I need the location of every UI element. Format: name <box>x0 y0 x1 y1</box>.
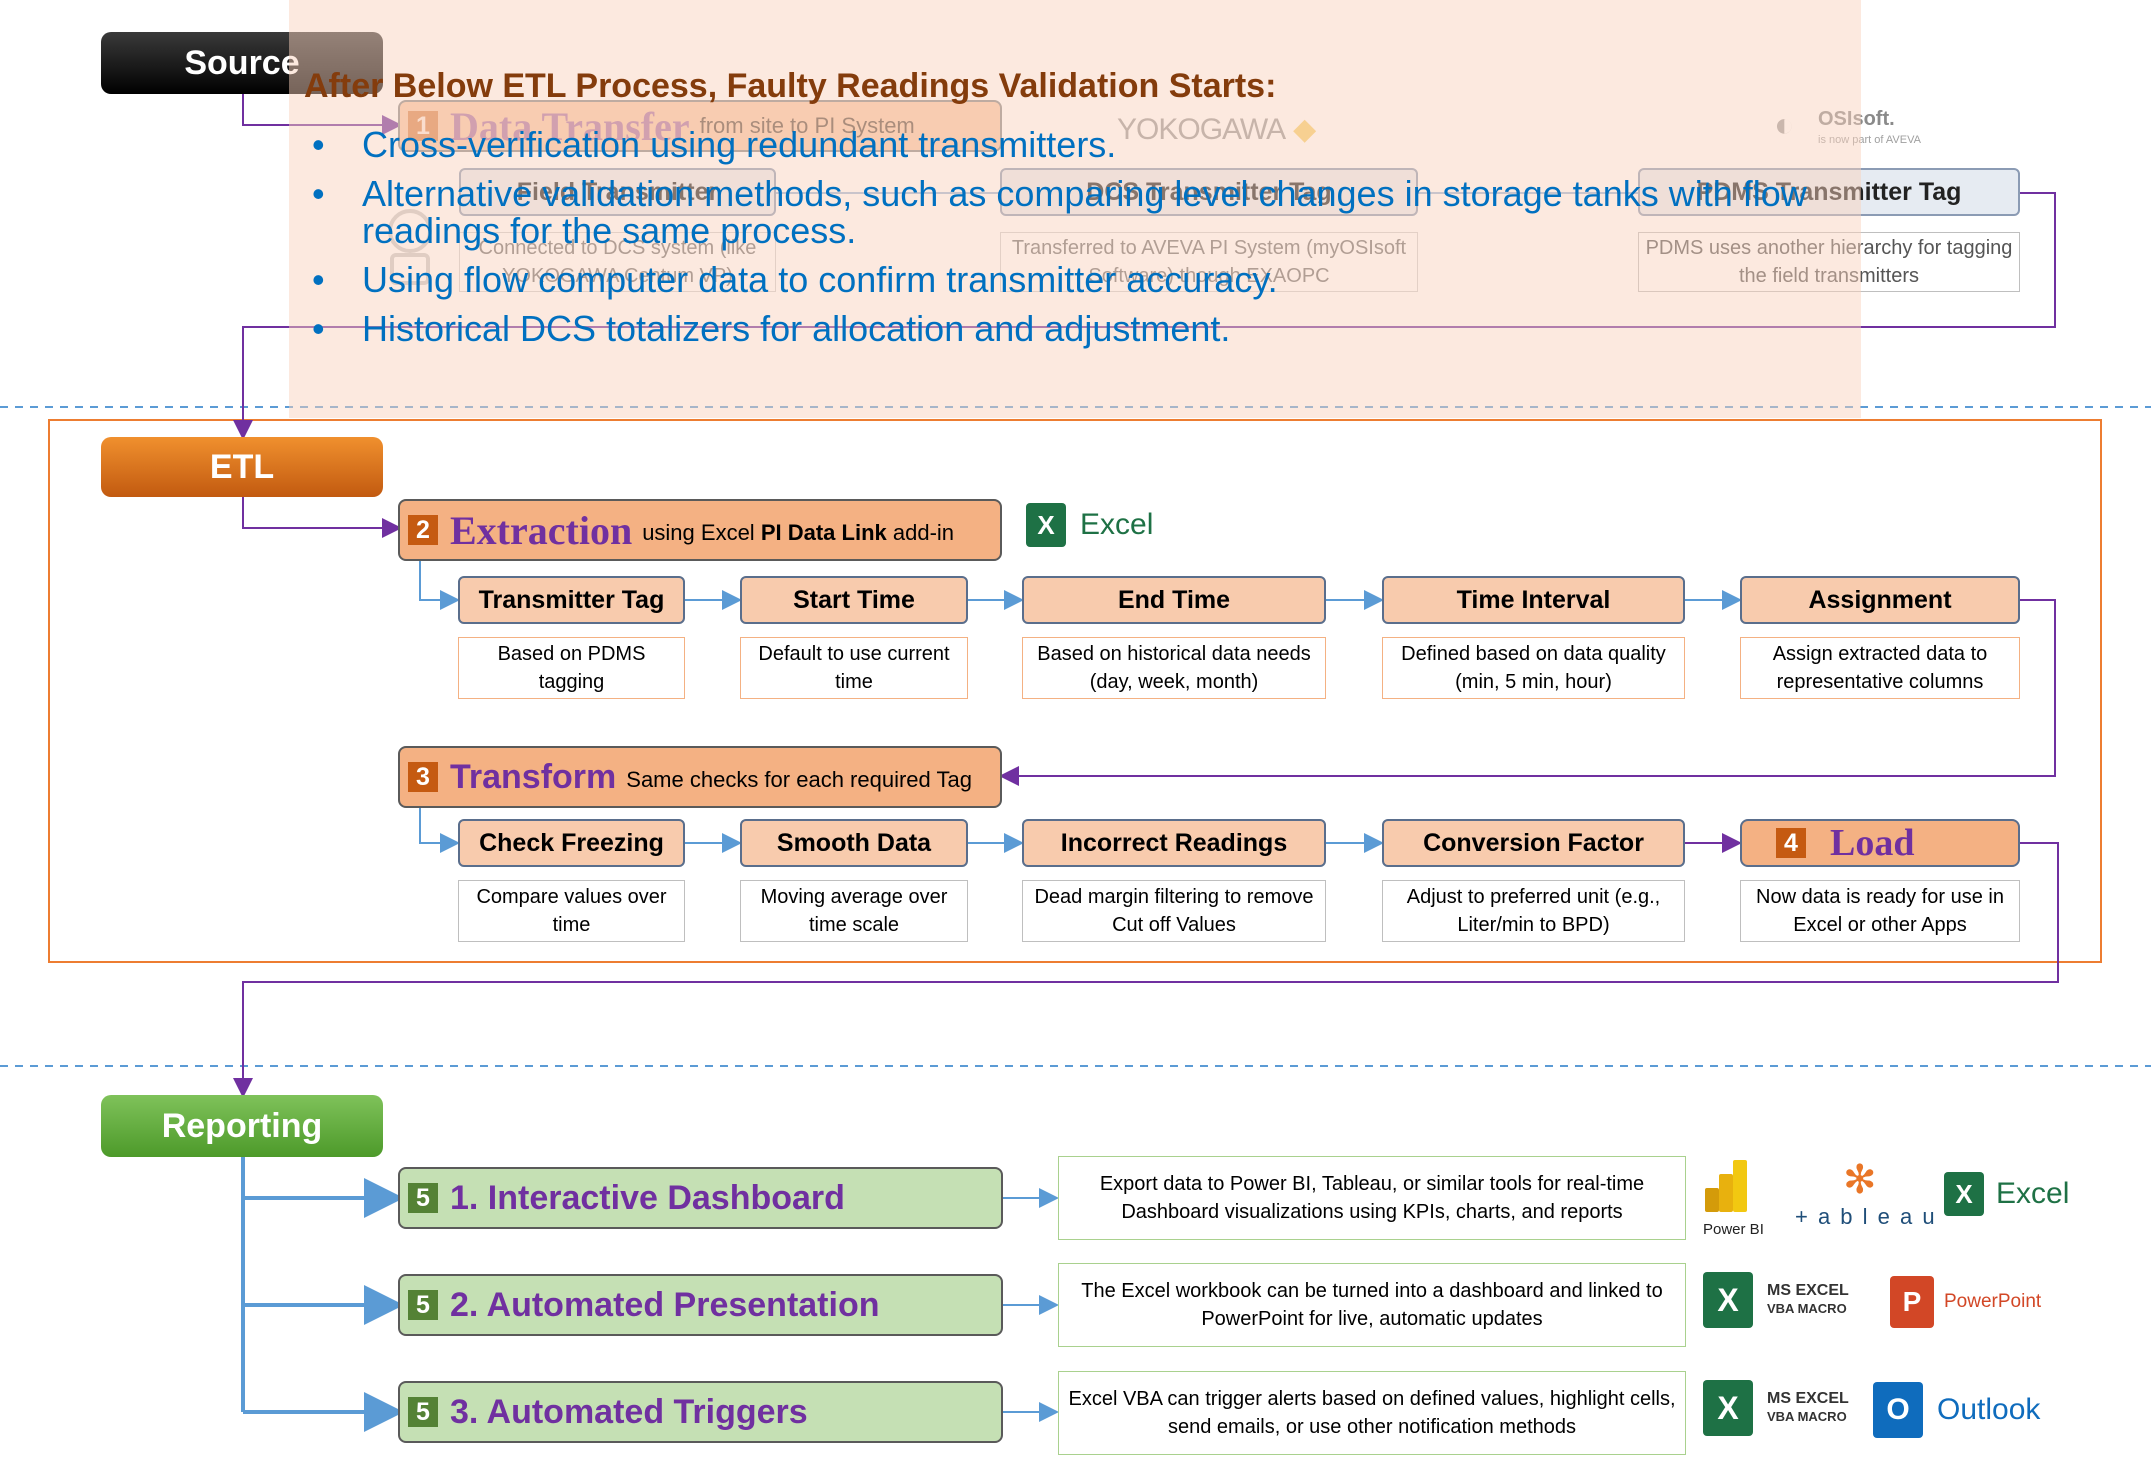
tableau-icon: ✻ <box>1843 1158 1877 1202</box>
yokogawa-logo: YOKOGAWA◆ <box>1117 113 1316 146</box>
step-time-interval: Time Interval <box>1382 576 1685 624</box>
desc-automated-triggers: Excel VBA can trigger alerts based on de… <box>1058 1371 1686 1455</box>
stage-number: 2 <box>408 515 438 545</box>
desc-automated-presentation: The Excel workbook can be turned into a … <box>1058 1263 1686 1347</box>
stage-1-data-transfer: 1 Data Transfer from site to PI System <box>398 100 1002 152</box>
stage-number: 4 <box>1776 828 1806 858</box>
stage-number: 5 <box>408 1397 438 1427</box>
desc-interactive-dashboard: Export data to Power BI, Tableau, or sim… <box>1058 1156 1686 1240</box>
stage-3-transform: 3 Transform Same checks for each require… <box>398 746 1002 808</box>
powerbi-logo: Power BI <box>1703 1158 1777 1238</box>
outlook-icon: O <box>1873 1382 1923 1438</box>
stage-title: 2. Automated Presentation <box>450 1285 880 1324</box>
step-end-time: End Time <box>1022 576 1326 624</box>
desc-assignment: Assign extracted data to representative … <box>1740 637 2020 699</box>
validation-overlay: After Below ETL Process, Faulty Readings… <box>289 0 1861 418</box>
desc-pdms-transmitter-tag: PDMS uses another hierarchy for tagging … <box>1638 232 2020 292</box>
powerpoint-icon: P <box>1890 1276 1934 1328</box>
outlook-logo: O Outlook <box>1873 1382 2040 1438</box>
stage-number: 5 <box>408 1290 438 1320</box>
desc-transmitter-tag: Based on PDMS tagging <box>458 637 685 699</box>
excel-vba-icon: X <box>1703 1380 1753 1436</box>
step-check-freezing: Check Freezing <box>458 819 685 867</box>
excel-logo: X Excel <box>1944 1172 2069 1216</box>
stage-number: 3 <box>408 762 438 792</box>
stage-title: Data Transfer <box>450 103 690 149</box>
desc-check-freezing: Compare values over time <box>458 880 685 942</box>
step-pdms-transmitter-tag: PDMS Transmitter Tag <box>1638 168 2020 216</box>
desc-dcs-transmitter-tag: Transferred to AVEVA PI System (myOSIsof… <box>1000 232 1418 292</box>
step-field-transmitter: Field Transmitter <box>459 168 776 216</box>
stage-subtitle: using Excel PI Data Link add-in <box>642 520 955 545</box>
powerbi-icon <box>1705 1160 1747 1212</box>
stage-5-automated-triggers: 5 3. Automated Triggers <box>398 1381 1003 1443</box>
step-start-time: Start Time <box>740 576 968 624</box>
stage-4-load: 4 Load <box>1740 819 2020 867</box>
step-assignment: Assignment <box>1740 576 2020 624</box>
section-source: Source <box>101 32 383 94</box>
overlay-bullet: •Historical DCS totalizers for allocatio… <box>312 308 1231 349</box>
desc-conversion-factor: Adjust to preferred unit (e.g., Liter/mi… <box>1382 880 1685 942</box>
stage-title: Extraction <box>450 507 633 553</box>
stage-title: 1. Interactive Dashboard <box>450 1178 845 1217</box>
excel-icon: X <box>1026 503 1066 547</box>
step-transmitter-tag: Transmitter Tag <box>458 576 685 624</box>
stage-title: 3. Automated Triggers <box>450 1392 808 1431</box>
osisoft-logo: ◐ OSIsoft. is now part of AVEVA <box>1774 106 1921 146</box>
stage-title: Transform <box>450 757 617 796</box>
vba-macro-logo: X MS EXCEL VBA MACRO <box>1703 1272 1849 1328</box>
tableau-logo: ✻ + a b l e a u <box>1795 1158 1937 1229</box>
stage-5-automated-presentation: 5 2. Automated Presentation <box>398 1274 1003 1336</box>
transmitter-device-icon <box>378 205 442 295</box>
excel-vba-icon: X <box>1703 1272 1753 1328</box>
section-reporting: Reporting <box>101 1095 383 1157</box>
step-incorrect-readings: Incorrect Readings <box>1022 819 1326 867</box>
overlay-bullet: •Alternative validation methods, such as… <box>312 173 1807 251</box>
stage-5-interactive-dashboard: 5 1. Interactive Dashboard <box>398 1167 1003 1229</box>
step-smooth-data: Smooth Data <box>740 819 968 867</box>
vba-macro-logo: X MS EXCEL VBA MACRO <box>1703 1380 1849 1436</box>
excel-logo: X Excel <box>1026 503 1153 547</box>
step-dcs-transmitter-tag: DCS Transmitter Tag <box>1000 168 1418 216</box>
stage-subtitle: Same checks for each required Tag <box>626 767 972 792</box>
desc-field-transmitter: Connected to DCS system (like YOKOGAWA C… <box>459 232 776 292</box>
desc-incorrect-readings: Dead margin filtering to remove Cut off … <box>1022 880 1326 942</box>
desc-smooth-data: Moving average over time scale <box>740 880 968 942</box>
desc-load: Now data is ready for use in Excel or ot… <box>1740 880 2020 942</box>
etl-frame <box>48 419 2102 963</box>
overlay-bullet: •Using flow computer data to confirm tra… <box>312 259 1278 300</box>
stage-subtitle: from site to PI System <box>699 113 915 138</box>
desc-end-time: Based on historical data needs (day, wee… <box>1022 637 1326 699</box>
stage-number: 5 <box>408 1183 438 1213</box>
section-etl: ETL <box>101 437 383 497</box>
stage-number: 1 <box>408 111 438 141</box>
overlay-bullet: •Cross-verification using redundant tran… <box>312 124 1117 165</box>
overlay-heading: After Below ETL Process, Faulty Readings… <box>304 67 1277 105</box>
stage-title: Load <box>1830 822 1915 864</box>
stage-2-extraction: 2 Extraction using Excel PI Data Link ad… <box>398 499 1002 561</box>
powerpoint-logo: P PowerPoint <box>1890 1276 2041 1328</box>
desc-time-interval: Defined based on data quality (min, 5 mi… <box>1382 637 1685 699</box>
desc-start-time: Default to use current time <box>740 637 968 699</box>
excel-icon: X <box>1944 1172 1984 1216</box>
step-conversion-factor: Conversion Factor <box>1382 819 1685 867</box>
